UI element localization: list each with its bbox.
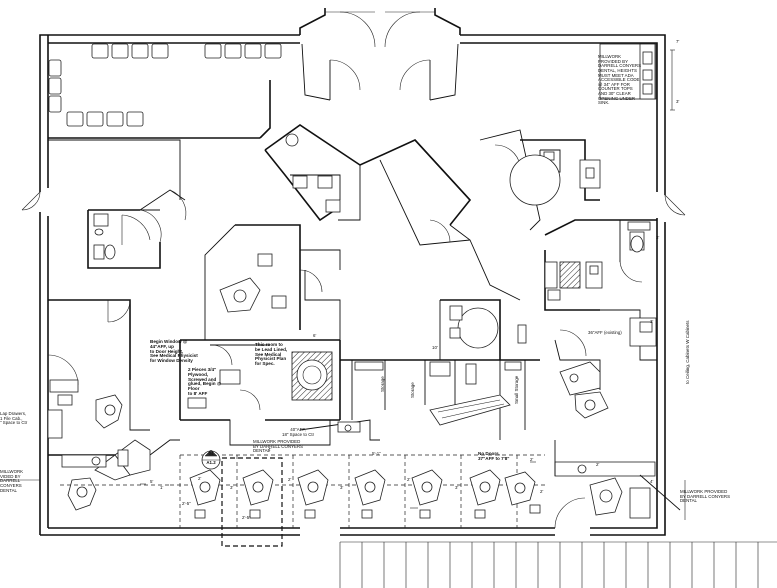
dim-1: 1' xyxy=(160,485,164,490)
dim-3-c: 3' xyxy=(455,485,459,490)
section-marker xyxy=(201,449,221,470)
dim-7: 7' xyxy=(676,39,680,44)
dim-3-f: 3' xyxy=(650,319,654,324)
no-doors-note: No Doors, 37"AFF to 7'8" xyxy=(478,451,510,461)
left-rooms xyxy=(47,299,180,511)
restroom-right xyxy=(509,43,675,206)
dim-2-a: 2' xyxy=(198,476,202,481)
dim-2-b: 2' xyxy=(288,477,292,482)
dim-2-e: 2' xyxy=(540,489,544,494)
storage-label-2: Storage xyxy=(410,382,415,398)
dim-25-b: 2'-5" xyxy=(242,515,251,520)
aff-36-note: 36"AFF (existing) xyxy=(588,330,622,335)
exterior-pavers xyxy=(339,541,777,588)
dim-3-d: 3' xyxy=(676,99,680,104)
dim-2-d: 2' xyxy=(530,457,534,462)
operatory-right xyxy=(554,440,681,529)
lead-lined-note: This room to be Lead Lined, See Medical … xyxy=(255,342,288,367)
begin-window-note: Begin Window @ 44"AFF, up to Door Height… xyxy=(150,339,198,364)
xray-room xyxy=(179,339,341,421)
dim-25-a: 2'-5" xyxy=(182,501,191,506)
restroom-left xyxy=(87,189,187,269)
dim-6: 6' xyxy=(313,333,317,338)
storage-label-1: Storage xyxy=(380,376,385,392)
dim-4-b: 4' xyxy=(650,479,654,484)
space-40-note: 40"AFF, 18" Space to Ctr xyxy=(282,427,315,437)
waiting-room xyxy=(48,43,282,200)
millwork-note-left: MILLWORK VIDED BY DARRELL CONYERS DENTAL xyxy=(0,469,24,493)
operatory-center xyxy=(204,224,341,340)
section-tag-bottom: A1.2 xyxy=(206,460,216,465)
cabinets-label: to Ceiling, Cabinets W Cabinets xyxy=(685,320,690,384)
dim-51: 5'-1" xyxy=(372,451,381,456)
right-rooms xyxy=(544,219,657,419)
millwork-note-mid: MILLWORK PROVIDED BY DARRELL CONYERS DEN… xyxy=(253,439,304,454)
millwork-note-bottom-right: MILLWORK PROVIDED BY DARRELL CONYERS DEN… xyxy=(680,489,731,504)
dim-2-f: 2' xyxy=(596,462,600,467)
lap-drawers-note: Lap Drawers, 1 File Cab., " Space to Ctr xyxy=(0,411,28,426)
dim-10: 10' xyxy=(432,345,438,350)
open-bay xyxy=(60,419,545,547)
dim-4: 4' xyxy=(268,447,272,452)
dim-3-b: 3' xyxy=(340,485,344,490)
dim-5: 5' xyxy=(150,479,154,484)
plywood-note: 2 Pieces 3/4" Plywood, Screwed and glued… xyxy=(188,367,222,397)
millwork-note-top-right: MILLWORK PROVIDED BY DARRELL CONYERS DEN… xyxy=(598,54,642,106)
section-tag-top: 04 xyxy=(208,451,214,456)
sterile-corridor xyxy=(340,299,540,440)
central-offices xyxy=(264,124,541,301)
dim-3-e: 3' xyxy=(656,235,660,240)
exterior-walls xyxy=(21,8,686,536)
dim-3-a: 3' xyxy=(230,485,234,490)
dim-2-c: 2' xyxy=(407,477,411,482)
small-storage-label: Small Storage xyxy=(514,375,519,404)
